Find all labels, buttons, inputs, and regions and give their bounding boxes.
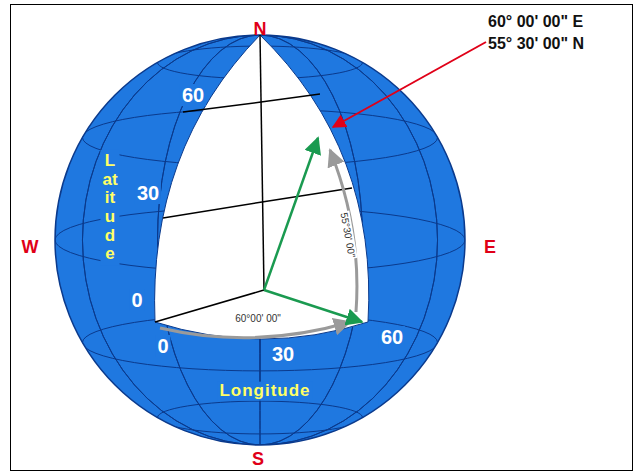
cutaway bbox=[155, 35, 369, 339]
coordinate-callout: 55° 30' 00" N bbox=[488, 35, 584, 53]
latitude-tick: 60 bbox=[180, 84, 206, 106]
compass-north: N bbox=[254, 20, 267, 40]
frame bbox=[11, 5, 633, 471]
axis-title: Latitude bbox=[101, 150, 120, 266]
latitude-tick: 30 bbox=[135, 182, 161, 204]
longitude-tick: 30 bbox=[270, 343, 296, 365]
angle-label: 60°00' 00" bbox=[234, 313, 282, 324]
leader-arrow bbox=[333, 42, 486, 127]
longitude-tick: 60 bbox=[379, 326, 405, 348]
latitude-tick: 0 bbox=[129, 289, 144, 311]
compass-west: W bbox=[22, 238, 39, 258]
latitude-arc bbox=[330, 150, 357, 312]
longitude-tick: 0 bbox=[155, 335, 170, 357]
axis-title: Longitude bbox=[217, 382, 312, 401]
position-vector bbox=[264, 138, 318, 290]
coordinate-callout: 60° 00' 00" E bbox=[488, 13, 583, 31]
longitude-arc bbox=[160, 322, 350, 338]
graticule bbox=[55, 35, 465, 445]
compass-east: E bbox=[484, 238, 496, 258]
compass-south: S bbox=[252, 450, 264, 470]
globe bbox=[55, 35, 465, 445]
cutaway-edges bbox=[155, 35, 352, 322]
